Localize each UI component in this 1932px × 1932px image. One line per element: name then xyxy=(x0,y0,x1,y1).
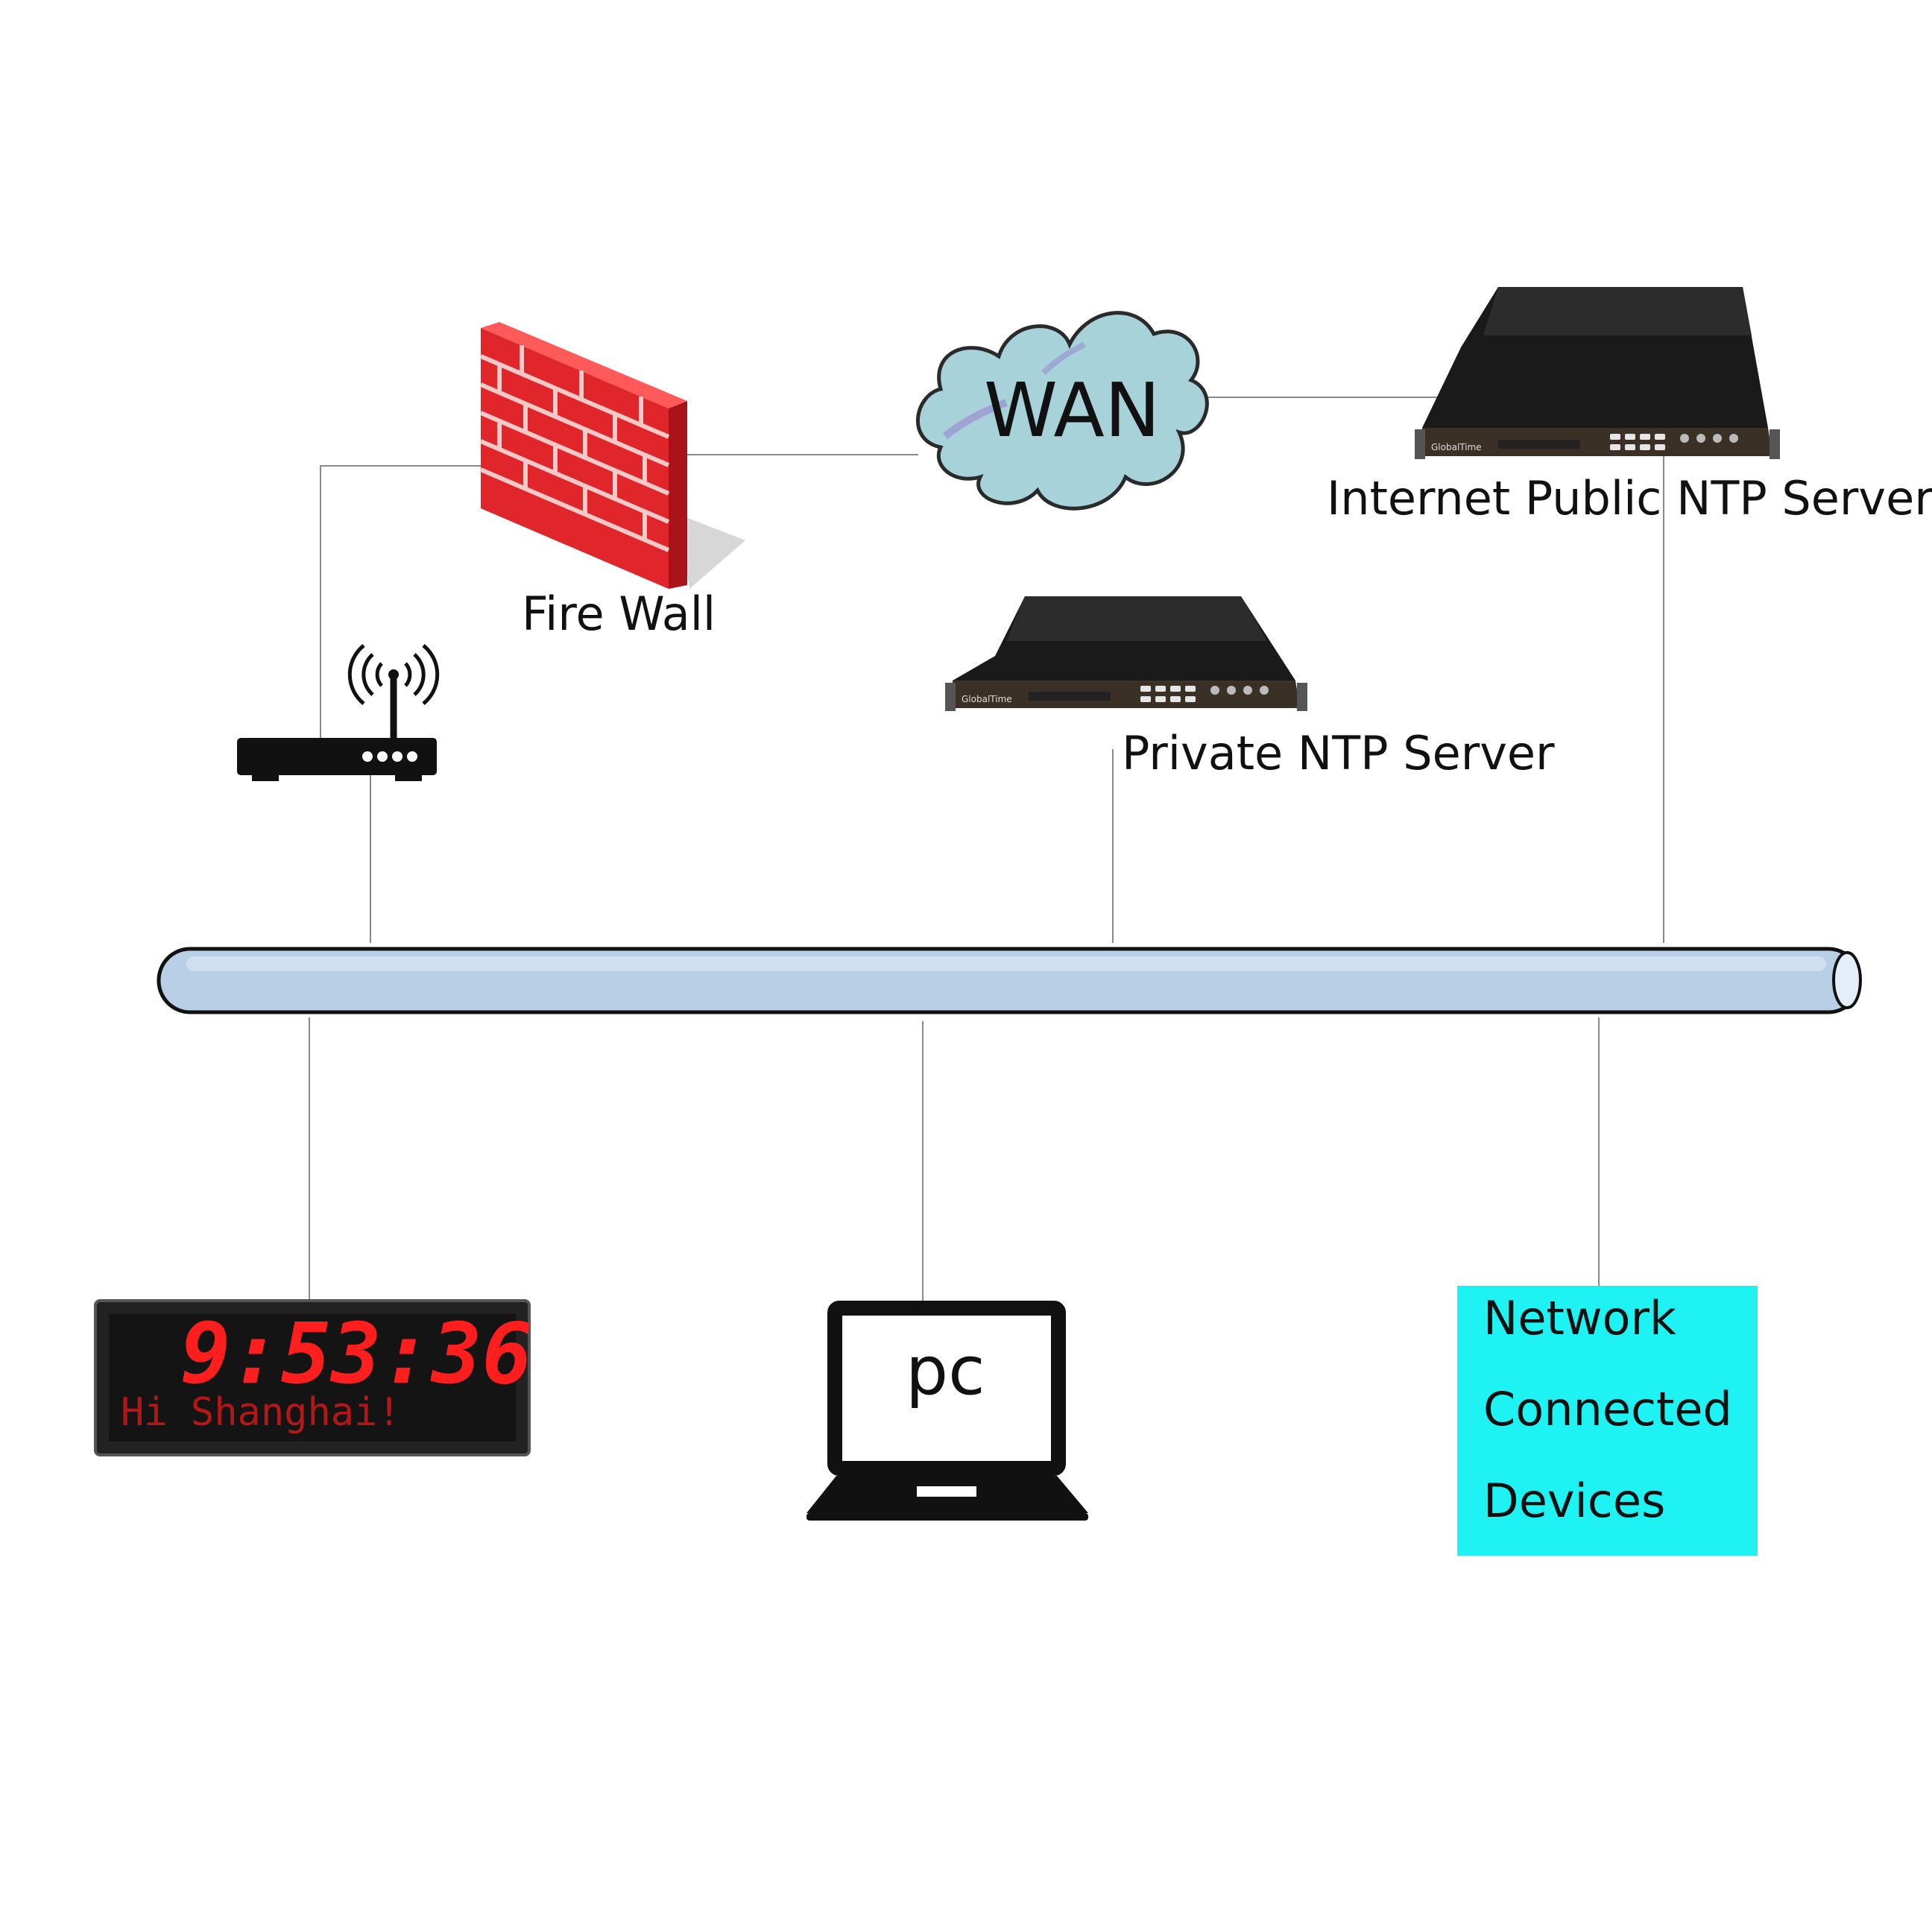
public-ntp-server-icon: GlobalTime xyxy=(1415,287,1780,459)
router-leds xyxy=(362,751,417,762)
server-buttons xyxy=(1680,434,1738,443)
laptop-trackpad xyxy=(917,1486,976,1497)
router-foot-right xyxy=(395,774,422,781)
firewall-top xyxy=(481,322,687,408)
pc-label: pc xyxy=(906,1332,985,1410)
firewall-label: Fire Wall xyxy=(522,587,716,641)
server-ear-right xyxy=(1297,683,1307,711)
lan-bus xyxy=(157,947,1862,1014)
laptop-base-edge xyxy=(806,1513,1088,1521)
firewall-side xyxy=(669,401,687,589)
private-ntp-label: Private NTP Server xyxy=(1122,726,1555,780)
private-ntp-server-icon: GlobalTime xyxy=(945,596,1307,711)
connection-lines xyxy=(309,397,1664,1306)
clock-message: Hi Shanghai! xyxy=(121,1390,401,1435)
devices-label-line1: Network xyxy=(1483,1291,1676,1345)
devices-box xyxy=(1457,1286,1758,1556)
wireless-router-icon xyxy=(237,644,440,781)
wire-firewall-router xyxy=(320,465,483,738)
clock-time: 9:53:36 xyxy=(180,1306,532,1403)
router-body xyxy=(237,738,437,775)
bus-highlight xyxy=(186,956,1826,971)
server-top-sheen xyxy=(1006,596,1267,641)
server-brand: GlobalTime xyxy=(962,694,1012,704)
firewall-icon xyxy=(479,322,745,589)
server-display xyxy=(1029,692,1111,701)
laptop-screen xyxy=(827,1301,1066,1476)
wifi-signal-icon xyxy=(347,644,440,705)
firewall-shadow xyxy=(678,514,745,589)
firewall-mortar xyxy=(479,345,670,552)
wan-cloud xyxy=(915,311,1209,511)
cloud-streak-2 xyxy=(1041,341,1086,375)
server-top-sheen xyxy=(1483,287,1752,335)
devices-label-line2: Connected xyxy=(1483,1382,1732,1436)
antenna-tip xyxy=(388,669,399,680)
server-keypad xyxy=(1140,686,1196,702)
devices-label-line3: Devices xyxy=(1483,1474,1665,1528)
bus-end-cap xyxy=(1832,951,1862,1009)
server-ear-left xyxy=(945,683,956,711)
firewall-front xyxy=(481,328,669,589)
server-ear-right xyxy=(1770,429,1780,459)
cloud-streak xyxy=(942,399,1008,439)
server-ear-left xyxy=(1415,429,1425,459)
public-ntp-label: Internet Public NTP Server xyxy=(1327,471,1932,525)
laptop-icon xyxy=(806,1301,1088,1521)
wan-label: WAN xyxy=(984,367,1161,454)
cloud-shape xyxy=(915,311,1209,511)
server-display xyxy=(1498,440,1580,449)
led-clock-icon: 9:53:36 Hi Shanghai! xyxy=(94,1299,532,1456)
server-buttons xyxy=(1210,686,1269,695)
router-foot-left xyxy=(252,774,279,781)
server-keypad xyxy=(1610,434,1665,450)
clock-screen xyxy=(109,1314,516,1442)
server-brand: GlobalTime xyxy=(1431,442,1482,452)
